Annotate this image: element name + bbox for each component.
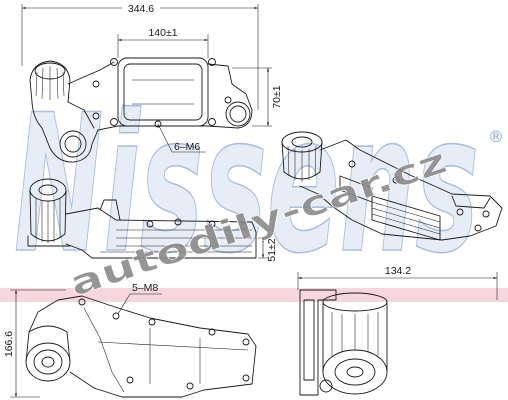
filter-ribs: [331, 312, 379, 356]
flange-ring-inner: [64, 135, 82, 153]
connector-boss: [99, 199, 121, 221]
bolt-hole: [154, 120, 162, 128]
flange-ring-outer: [59, 130, 87, 158]
bolt-callout-label: 6–M6: [174, 141, 200, 153]
bolt-head: [348, 160, 356, 168]
filter-sides: [322, 301, 388, 373]
filter-housing-ribs: [35, 198, 61, 243]
iso-bolts: [348, 160, 490, 232]
mounting-plate: [299, 289, 337, 396]
cooler-length-extension-lines: [117, 34, 209, 58]
bolt-head: [482, 210, 490, 218]
bolt-head: [208, 220, 216, 228]
top-view: 344.6 140±1 70±1 6–M6: [21, 3, 283, 163]
iso-body-outline: [299, 139, 503, 241]
bolt-head: [112, 312, 120, 320]
end-view: 134.2: [297, 265, 498, 396]
bolt-hole: [110, 118, 118, 126]
cooler-height-label: 70±1: [271, 85, 283, 108]
filter-middle: [33, 349, 63, 375]
bolt-head: [174, 218, 182, 226]
filter-cap-outline: [29, 60, 71, 103]
cooler-plate-lines: [132, 79, 194, 105]
filter-outer: [25, 342, 71, 382]
gasket-ring-outer: [225, 101, 251, 127]
mounting-plate-inner: [303, 299, 315, 381]
height-label: 51±2: [266, 238, 278, 261]
iso-cooler-fins: [371, 201, 441, 235]
filter-cap-ribs: [35, 66, 65, 100]
bolt-hole: [208, 58, 216, 66]
bottom-view-bolts: [78, 298, 250, 390]
width-label: 134.2: [385, 265, 411, 277]
logo-registered-mark: ®: [488, 127, 504, 146]
bolt-hole: [92, 80, 100, 88]
bolt-head: [126, 376, 134, 384]
iso-cooler-block: [371, 195, 441, 241]
bolt-head: [392, 176, 400, 184]
cooler-plate-inner: [123, 63, 203, 121]
iso-filter-cap-ribs: [287, 145, 317, 182]
cooler-plate-outer: [117, 57, 209, 127]
bottom-body-outline: [28, 295, 257, 398]
bolt-callout-leader: [117, 293, 162, 315]
bolt-hole: [92, 112, 100, 120]
bolt-head: [240, 222, 248, 230]
filter-nut: [41, 356, 55, 368]
bolt-head: [186, 382, 194, 390]
height-label: 166.6: [3, 331, 15, 357]
bolt-callout-label: 5–M8: [132, 282, 158, 294]
height-extension-lines: [10, 289, 66, 398]
cooler-fin-lines: [100, 229, 252, 253]
bolt-hole: [224, 96, 232, 104]
bottom-view: 5–M8 166.6: [3, 282, 257, 398]
housing-upper-edge: [67, 61, 115, 85]
bolt-head: [208, 328, 216, 336]
side-view: 51±2: [27, 178, 278, 262]
isometric-view: [281, 131, 503, 241]
filter-housing-nut: [38, 184, 58, 196]
bolt-head: [148, 318, 156, 326]
cooler-length-label: 140±1: [148, 27, 177, 39]
overall-length-extension-lines: [21, 4, 259, 110]
bolt-head: [474, 224, 482, 232]
bolt-head: [242, 374, 250, 382]
overall-length-label: 344.6: [128, 3, 154, 15]
filter-cap-nut: [346, 366, 364, 378]
bottom-body-inner-lines: [83, 307, 249, 393]
bolt-head: [456, 208, 464, 216]
cooler-body-outline: [65, 207, 257, 259]
cooler-height-extension-lines: [232, 67, 272, 127]
bolt-head: [78, 298, 86, 306]
gasket-ring-inner: [229, 105, 247, 123]
housing-inner-edge: [67, 101, 95, 129]
side-view-bolts: [146, 218, 248, 230]
bolt-hole: [208, 118, 216, 126]
filter-housing-base: [27, 235, 71, 247]
drain-nut: [319, 379, 333, 393]
housing-right-end: [207, 63, 253, 129]
bolt-head: [242, 338, 250, 346]
bolt-hole: [110, 58, 118, 66]
top-view-bolt-holes: [92, 58, 232, 128]
width-extension-lines: [297, 272, 498, 300]
bolt-callout-leader: [157, 123, 206, 153]
bolt-head: [146, 220, 154, 228]
filter-cap-outer: [322, 349, 388, 395]
housing-outline: [31, 101, 119, 163]
filter-cap-middle: [334, 358, 376, 386]
iso-filter-cap-nut: [291, 136, 313, 148]
iso-outlet-boss: [451, 195, 491, 209]
